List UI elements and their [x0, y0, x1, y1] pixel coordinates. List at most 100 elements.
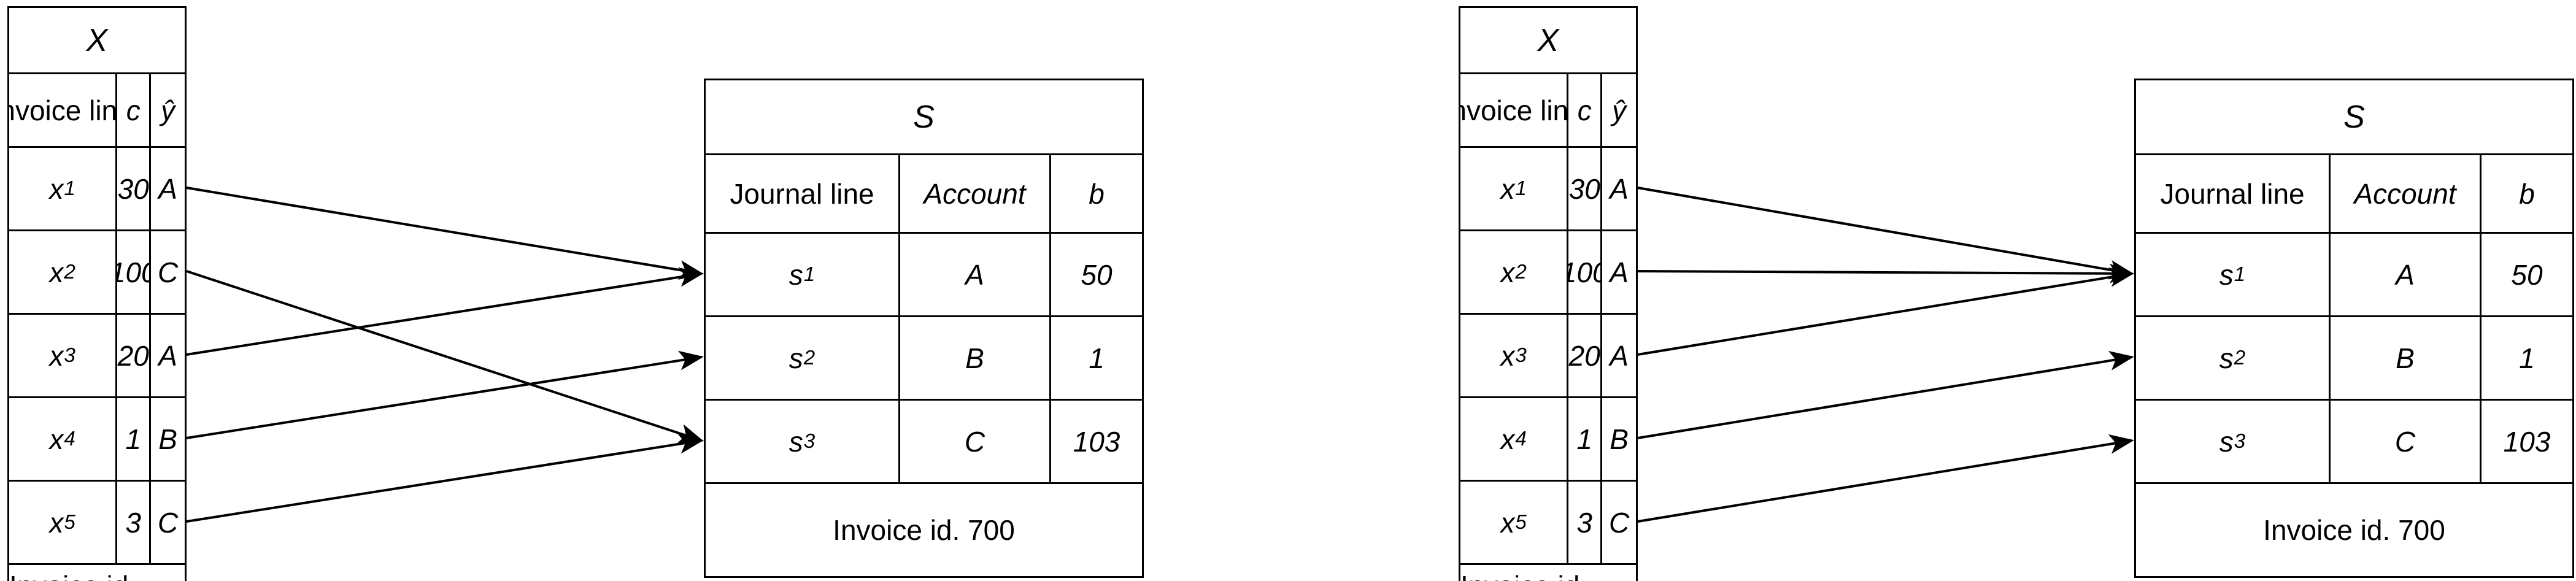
left-s-footer-row: Invoice id. 700 [706, 484, 1142, 576]
left-x-yhat-1: A [158, 172, 177, 205]
right-s-title-row: S [2136, 80, 2572, 155]
right-s-line-2-base: s [2219, 342, 2234, 374]
left-s-line-1-base: s [789, 258, 803, 291]
right-s-header-journal-line: Journal line [2136, 155, 2331, 232]
right-x-line-5-sub: 5 [1515, 510, 1527, 534]
right-x-yhat-3: A [1610, 339, 1629, 372]
left-x-line-3-base: x [49, 339, 64, 372]
right-x-line-4-base: x [1500, 423, 1515, 455]
right-x-c-4: 1 [1568, 398, 1603, 480]
right-x-yhat-1: A [1610, 172, 1629, 205]
left-x-c-5: 3 [117, 482, 152, 563]
right-s-header-row: Journal line Account b [2136, 155, 2572, 234]
right-x-line-3-sub: 3 [1515, 344, 1527, 367]
right-s-account-1: A [2331, 234, 2482, 315]
left-x-line-3-sub: 3 [64, 344, 75, 367]
left-x-line-1-sub: 1 [64, 177, 75, 200]
right-x-row-2: x2 100 A [1460, 231, 1636, 315]
left-s-header-b: b [1089, 177, 1105, 210]
left-s-header-journal-line: Journal line [706, 155, 900, 232]
left-x-line-2-sub: 2 [64, 260, 75, 283]
left-s-account-2: B [900, 317, 1051, 399]
right-s-line-3-sub: 3 [2234, 429, 2246, 453]
left-s-line-1-sub: 1 [803, 263, 816, 286]
left-s-line-2-base: s [789, 342, 803, 374]
right-s-line-3-base: s [2219, 425, 2234, 458]
mapping-arrow-x2-to-s3 [186, 270, 704, 443]
left-x-c-1: 30 [117, 148, 152, 229]
left-x-table: X Invoice line c ŷ x1 30 A x2 100 C x3 2… [7, 6, 187, 581]
left-x-title-row: X [9, 8, 185, 74]
left-s-b-2: 1 [1089, 342, 1105, 374]
left-x-c-2: 100 [117, 231, 152, 313]
right-s-b-1: 50 [2511, 258, 2543, 291]
right-x-line-3-base: x [1500, 339, 1515, 372]
right-x-yhat-2: A [1610, 256, 1629, 288]
left-s-line-3-base: s [789, 425, 803, 458]
right-x-line-5-base: x [1500, 506, 1515, 539]
left-x-yhat-4: B [158, 423, 177, 455]
right-s-line-1-base: s [2219, 258, 2234, 291]
right-s-footer: Invoice id. 700 [2263, 514, 2445, 546]
right-x-header-c: c [1568, 74, 1603, 146]
left-x-header-invoice-line: Invoice line [9, 74, 118, 146]
mapping-arrow-x5-to-s3 [186, 434, 704, 523]
right-x-line-1-sub: 1 [1515, 177, 1527, 200]
right-s-header-b: b [2519, 177, 2535, 210]
right-s-title: S [2343, 99, 2365, 135]
left-s-footer: Invoice id. 700 [833, 514, 1015, 546]
left-x-yhat-5: C [157, 506, 179, 539]
left-x-line-5-sub: 5 [64, 510, 75, 534]
right-x-c-1: 30 [1568, 148, 1603, 229]
left-s-header-account: Account [900, 155, 1051, 232]
left-s-account-1: A [900, 234, 1051, 315]
right-x-line-1-base: x [1500, 172, 1515, 205]
left-x-header-row: Invoice line c ŷ [9, 74, 185, 148]
mapping-arrow-lines [186, 187, 2134, 523]
right-s-footer-row: Invoice id. 700 [2136, 484, 2572, 576]
left-x-line-1-base: x [49, 172, 64, 205]
left-s-b-1: 50 [1081, 258, 1113, 291]
right-x-c-3: 20 [1568, 315, 1603, 396]
mapping-arrow-x4-to-s2 [186, 350, 704, 439]
left-x-line-2-base: x [49, 256, 64, 288]
left-x-header-yhat: ŷ [161, 94, 175, 126]
right-x-line-2-base: x [1500, 256, 1515, 288]
right-x-title-row: X [1460, 8, 1636, 74]
left-s-account-3: C [900, 401, 1051, 482]
left-x-line-4-sub: 4 [64, 427, 75, 450]
left-x-title: X [86, 22, 108, 58]
left-x-footer: Invoice id. 700 [9, 565, 185, 581]
right-s-header-account: Account [2331, 155, 2482, 232]
left-s-title: S [913, 99, 935, 135]
right-x-footer: Invoice id. 700 [1460, 565, 1636, 581]
right-x-header-yhat: ŷ [1612, 94, 1627, 126]
mapping-arrow-x1-to-s1 [186, 187, 704, 280]
left-x-yhat-3: A [158, 339, 177, 372]
right-x-c-2: 100 [1568, 231, 1603, 313]
mapping-arrow-x1-to-s1 [1637, 187, 2134, 280]
left-x-header-c: c [117, 74, 152, 146]
right-s-account-3: C [2331, 401, 2482, 482]
right-s-line-1-sub: 1 [2234, 263, 2246, 286]
left-x-line-5-base: x [49, 506, 64, 539]
left-s-line-2-sub: 2 [803, 346, 816, 369]
